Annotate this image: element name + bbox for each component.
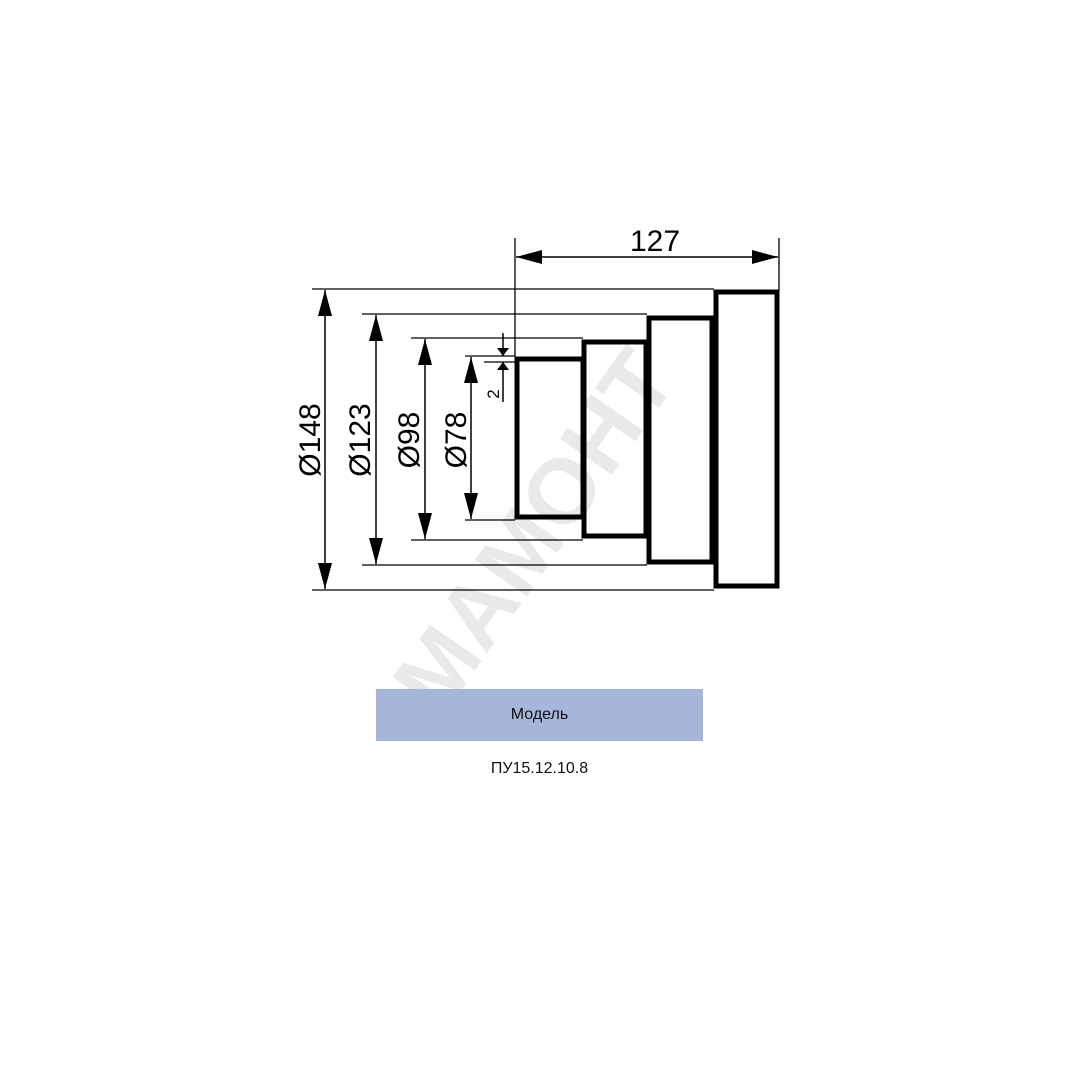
dim-123-label: Ø123 xyxy=(344,403,377,476)
dim-148-label: Ø148 xyxy=(294,403,327,476)
dim-98-label: Ø98 xyxy=(393,412,426,469)
dimension-lines xyxy=(318,250,778,589)
extension-lines xyxy=(312,238,780,591)
dim-127-label: 127 xyxy=(630,225,680,258)
model-header: Модель xyxy=(376,689,703,741)
section-148 xyxy=(713,289,780,589)
model-value: ПУ15.12.10.8 xyxy=(490,760,589,777)
dim-78-label: Ø78 xyxy=(440,412,473,469)
section-123 xyxy=(646,315,715,565)
part-outline xyxy=(514,289,780,589)
dim-2-label: 2 xyxy=(484,389,503,398)
section-98 xyxy=(581,339,649,539)
